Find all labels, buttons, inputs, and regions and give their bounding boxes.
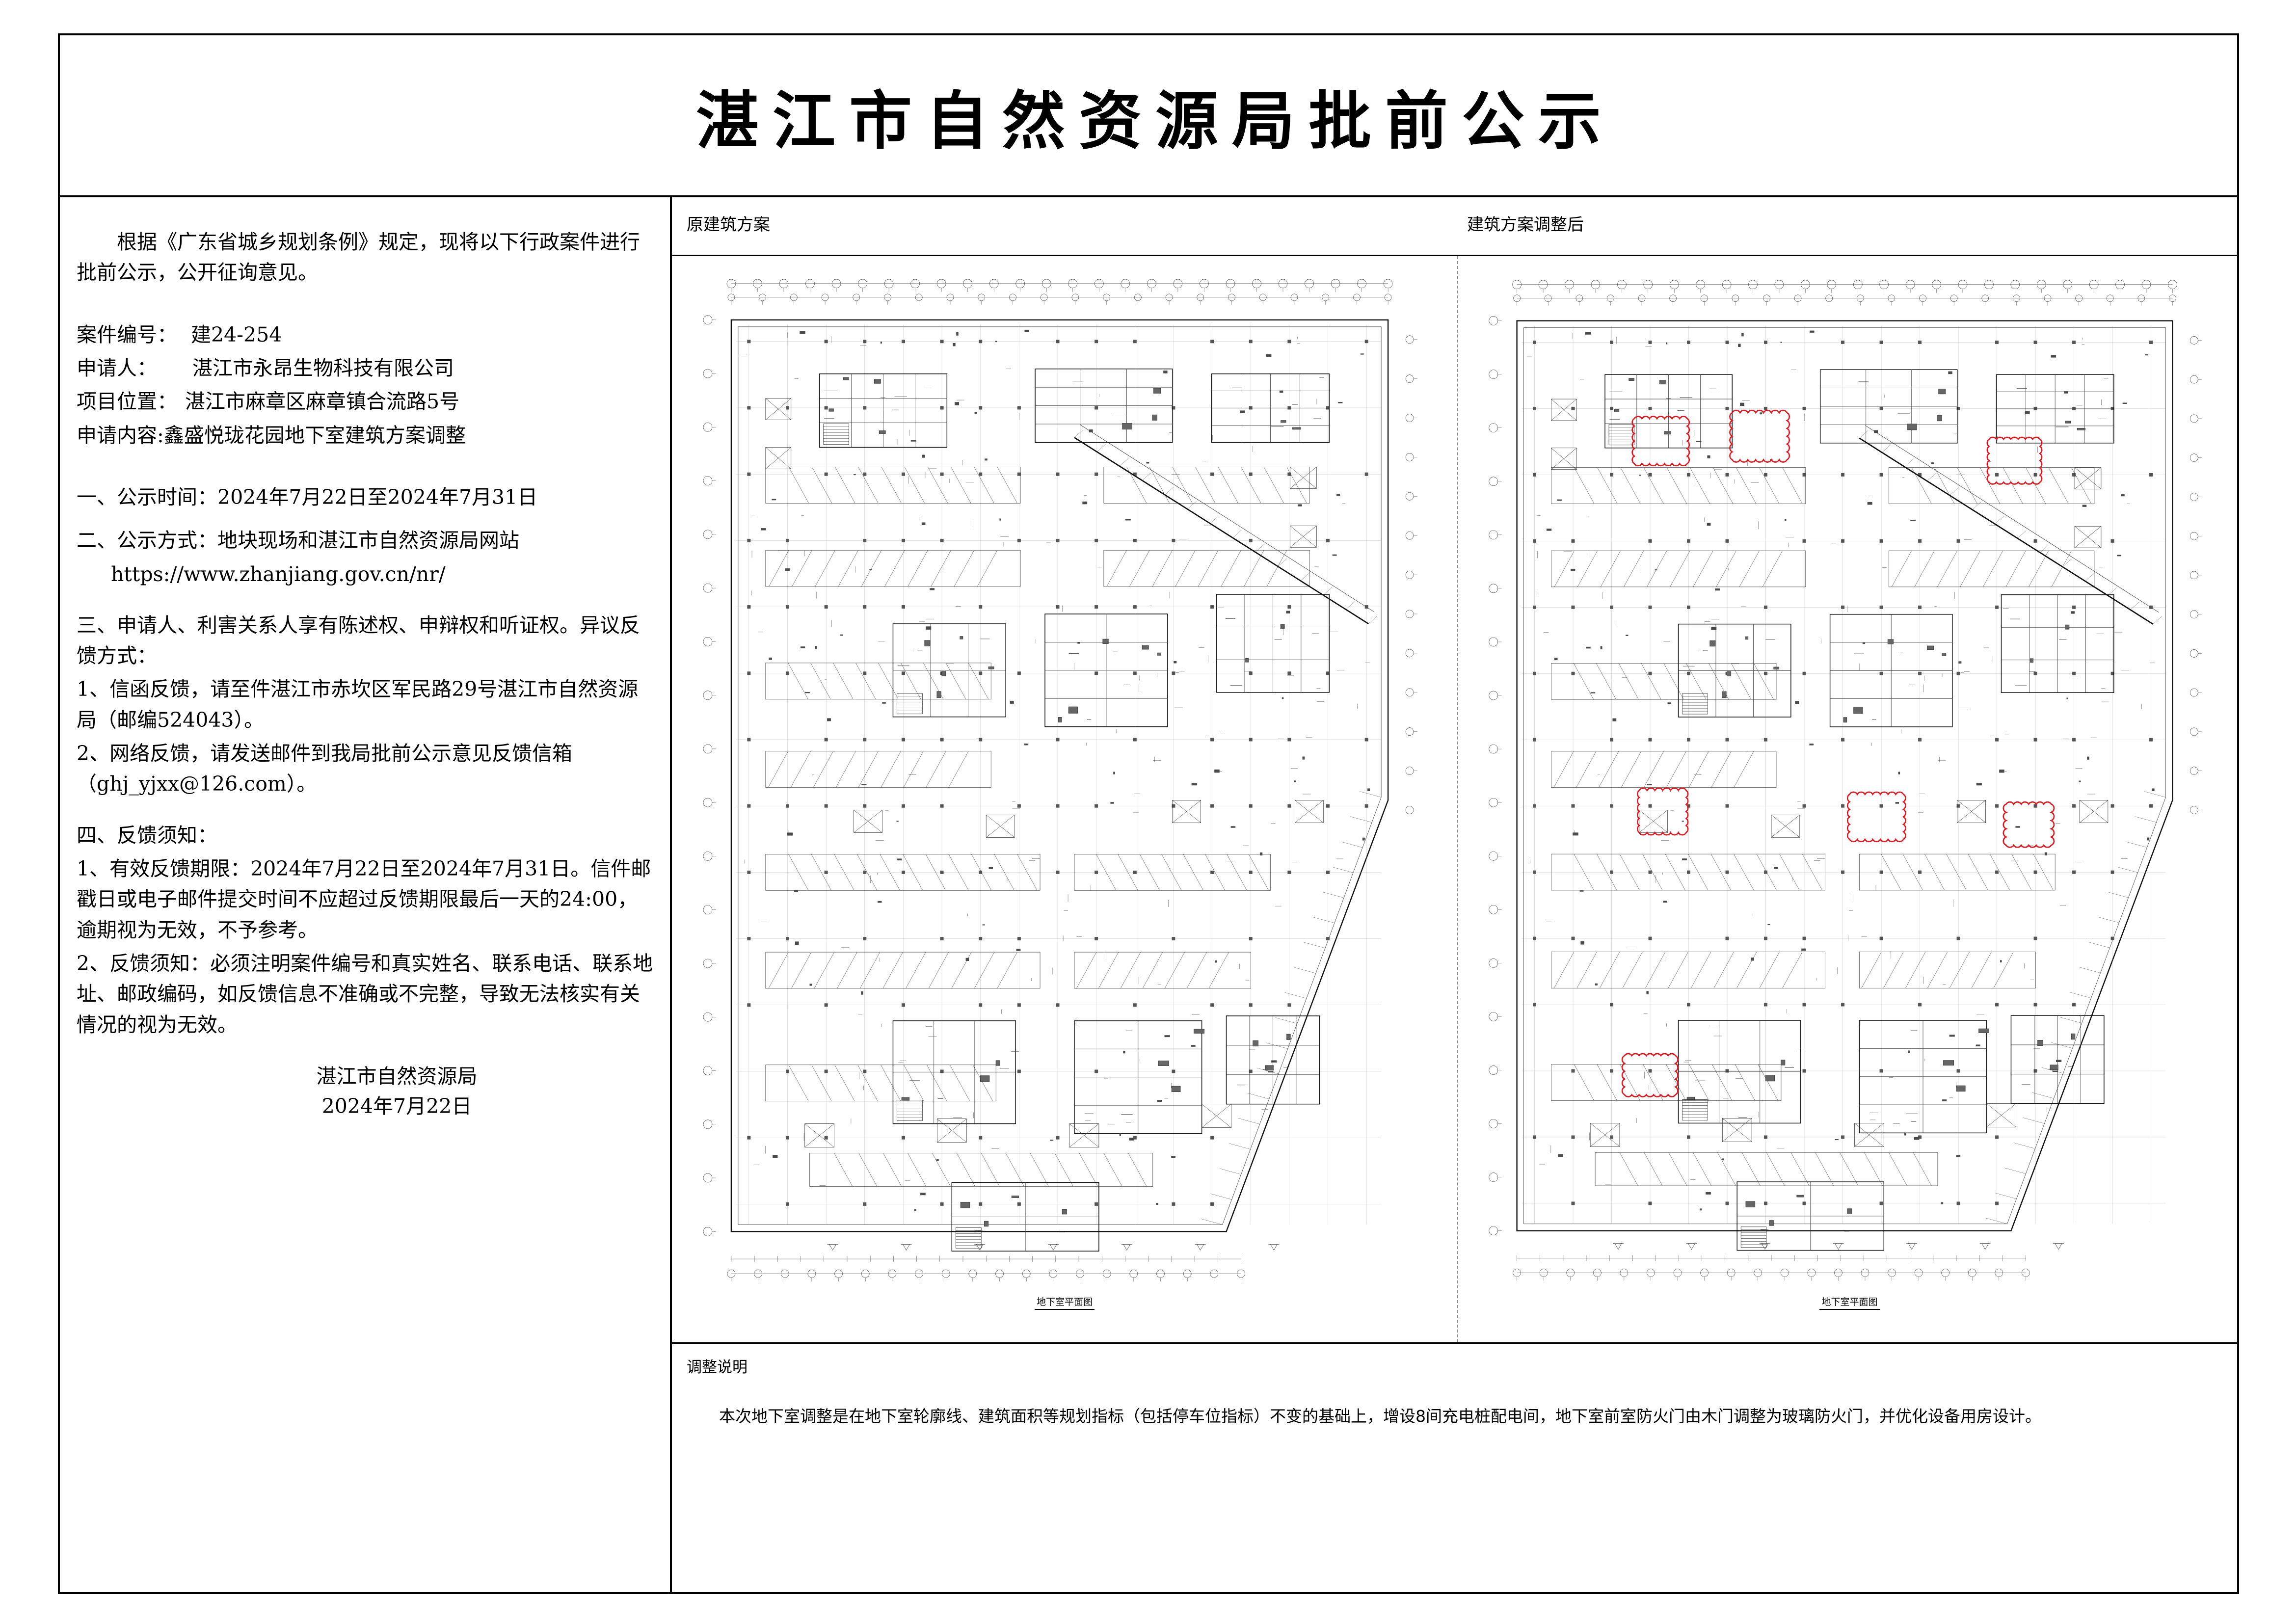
section-four-heading: 四、反馈须知： — [77, 823, 217, 847]
signature-organization: 湛江市自然资源局 — [316, 1064, 478, 1088]
section-two-publicity-method: 二、公示方式：地块现场和湛江市自然资源局网站 — [77, 529, 519, 553]
field-applicant-label: 申请人： — [77, 356, 157, 380]
publicity-website-link[interactable]: https://www.zhanjiang.gov.cn/nr/ — [111, 562, 446, 586]
plan-headers-row: 原建筑方案 建筑方案调整后 — [672, 197, 2237, 256]
field-case-number: 案件编号： 建24-254 — [77, 319, 653, 350]
plans-row: 地下室平面图 地下室平面图 — [672, 256, 2237, 1344]
field-case-number-value: 建24-254 — [191, 322, 282, 346]
basement-plan-adjusted-drawing — [1458, 256, 2241, 1342]
page-title: 湛江市自然资源局批前公示 — [695, 84, 1615, 158]
section-four-item-1: 1、有效反馈期限：2024年7月22日至2024年7月31日。信件邮戳日或电子邮… — [77, 857, 651, 942]
field-application-content-value: 鑫盛悦珑花园地下室建筑方案调整 — [163, 423, 466, 447]
basement-plan-original-drawing — [672, 256, 1457, 1342]
adjustment-notes-block: 调整说明 本次地下室调整是在地下室轮廓线、建筑面积等规划指标（包括停车位指标）不… — [672, 1344, 2237, 1594]
signature-date: 2024年7月22日 — [321, 1094, 472, 1118]
section-three-item-1: 1、信函反馈，请至件湛江市赤坎区军民路29号湛江市自然资源局（邮编524043）… — [77, 677, 639, 732]
drawing-area: 原建筑方案 建筑方案调整后 地下室平面图 — [672, 197, 2237, 1594]
plan-caption-original-text: 地下室平面图 — [1034, 1297, 1095, 1310]
section-three-heading: 三、申请人、利害关系人享有陈述权、申辩权和听证权。异议反馈方式： — [77, 613, 640, 668]
section-four-item-2: 2、反馈须知：必须注明案件编号和真实姓名、联系电话、联系地址、邮政编码，如反馈信… — [77, 951, 653, 1037]
notice-column: 根据《广东省城乡规划条例》规定，现将以下行政案件进行批前公示，公开征询意见。 案… — [60, 197, 672, 1594]
revision-cloud-markers — [1621, 409, 2055, 1097]
plan-header-after: 建筑方案调整后 — [1467, 215, 1584, 235]
plan-header-before: 原建筑方案 — [687, 215, 770, 235]
body-region: 根据《广东省城乡规划条例》规定，现将以下行政案件进行批前公示，公开征询意见。 案… — [60, 197, 2237, 1594]
signature-block: 湛江市自然资源局 2024年7月22日 — [77, 1062, 653, 1121]
field-applicant: 申请人： 湛江市永昂生物科技有限公司 — [77, 353, 653, 383]
plan-caption-adjusted: 地下室平面图 — [1458, 1295, 2241, 1310]
field-project-location-label: 项目位置： — [77, 390, 177, 414]
field-applicant-value: 湛江市永昂生物科技有限公司 — [192, 356, 454, 380]
section-three-item-2: 2、网络反馈，请发送邮件到我局批前公示意见反馈信箱（ghj_yjxx@126.c… — [77, 742, 573, 796]
public-notice-sheet: 湛江市自然资源局批前公示 根据《广东省城乡规划条例》规定，现将以下行政案件进行批… — [58, 33, 2239, 1594]
adjustment-notes-title: 调整说明 — [687, 1358, 748, 1376]
field-application-content: 申请内容:鑫盛悦珑花园地下室建筑方案调整 — [77, 420, 653, 451]
plan-cell-adjusted: 地下室平面图 — [1457, 256, 2241, 1342]
plan-cell-original: 地下室平面图 — [672, 256, 1457, 1342]
title-band: 湛江市自然资源局批前公示 — [60, 35, 2237, 197]
adjustment-notes-body: 本次地下室调整是在地下室轮廓线、建筑面积等规划指标（包括停车位指标）不变的基础上… — [719, 1407, 2041, 1426]
field-application-content-label: 申请内容: — [77, 423, 164, 447]
notice-intro: 根据《广东省城乡规划条例》规定，现将以下行政案件进行批前公示，公开征询意见。 — [77, 230, 640, 285]
plan-caption-adjusted-text: 地下室平面图 — [1819, 1297, 1880, 1310]
plan-caption-original: 地下室平面图 — [672, 1295, 1457, 1310]
field-project-location: 项目位置： 湛江市麻章区麻章镇合流路5号 — [77, 386, 653, 417]
section-one-publicity-period: 一、公示时间：2024年7月22日至2024年7月31日 — [77, 485, 538, 509]
field-project-location-value: 湛江市麻章区麻章镇合流路5号 — [185, 390, 460, 414]
field-case-number-label: 案件编号： — [77, 322, 177, 346]
